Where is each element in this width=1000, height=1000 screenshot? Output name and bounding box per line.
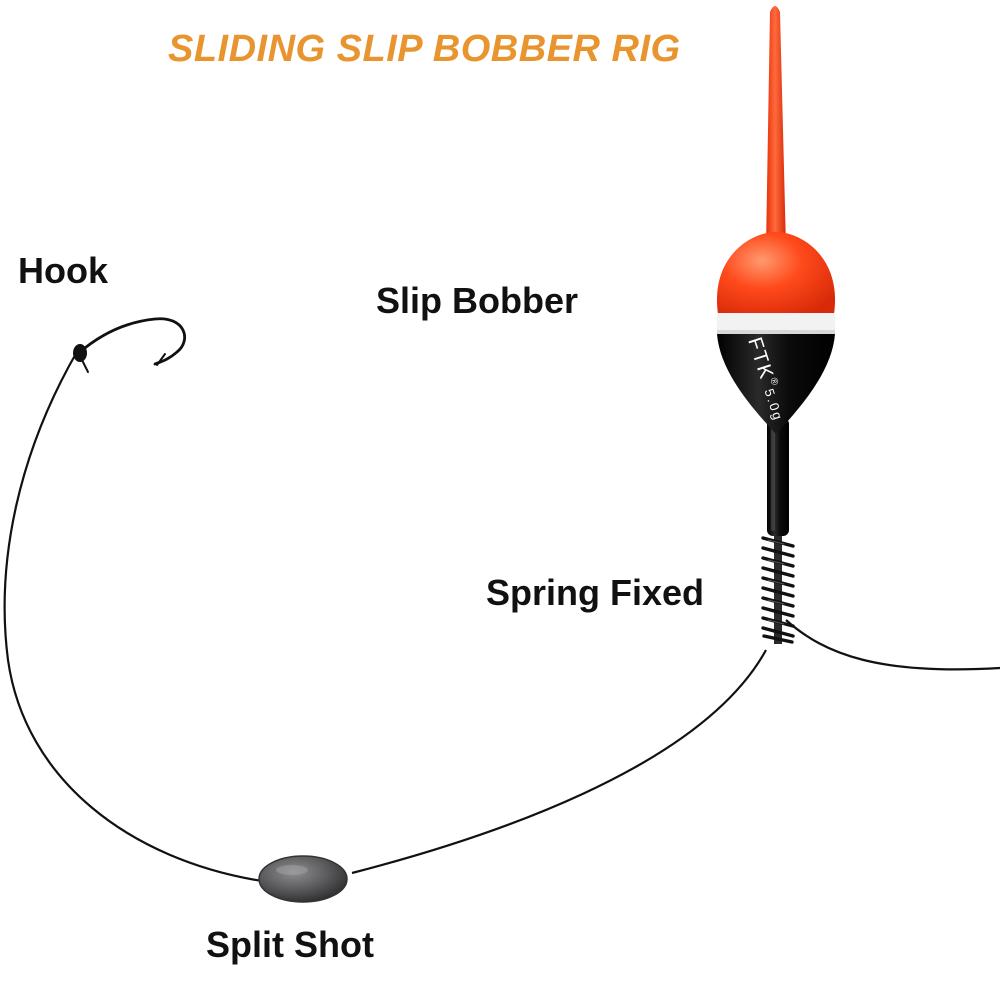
- fishing-line-lower: [3, 349, 263, 883]
- label-slip-bobber: Slip Bobber: [376, 280, 579, 321]
- slip-bobber-icon: FTK®5.0g: [716, 6, 836, 536]
- label-split-shot: Split Shot: [206, 924, 374, 965]
- label-hook: Hook: [18, 250, 108, 291]
- fishing-line-main: [785, 619, 1000, 671]
- spring-icon: [761, 536, 795, 644]
- hook-icon: [73, 317, 187, 373]
- split-shot-icon: [258, 855, 348, 903]
- fishing-line-middle: [351, 649, 767, 875]
- diagram-title: SLIDING SLIP BOBBER RIG: [168, 28, 681, 70]
- label-spring-fixed: Spring Fixed: [486, 572, 705, 613]
